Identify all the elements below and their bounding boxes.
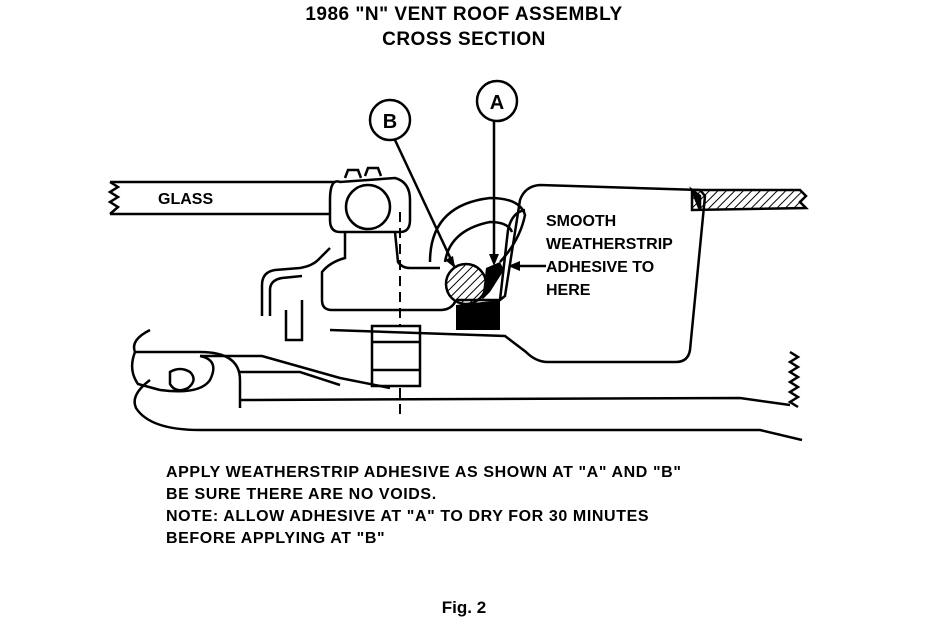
note-line-1: APPLY WEATHERSTRIP ADHESIVE AS SHOWN AT … <box>166 464 682 481</box>
note-line-3: NOTE: ALLOW ADHESIVE AT "A" TO DRY FOR 3… <box>166 508 650 525</box>
callout-a-label: A <box>490 92 504 114</box>
smooth-note-line1: SMOOTH <box>546 213 616 230</box>
instruction-notes: APPLY WEATHERSTRIP ADHESIVE AS SHOWN AT … <box>166 462 682 550</box>
bolt <box>370 324 422 388</box>
figure-caption: Fig. 2 <box>441 598 487 617</box>
smooth-note: SMOOTH WEATHERSTRIP ADHESIVE TO HERE <box>546 213 673 299</box>
roof-frame <box>260 183 707 364</box>
callout-b-label: B <box>383 111 397 133</box>
glass-panel <box>107 180 340 216</box>
callout-a: A <box>475 79 519 266</box>
smooth-arrow <box>508 261 546 271</box>
weatherstrip-bead <box>444 262 488 306</box>
adhesive-zone-a <box>456 262 504 330</box>
diagram-title-line2: CROSS SECTION <box>382 29 546 50</box>
seal-arcs <box>428 196 527 263</box>
smooth-note-line4: HERE <box>546 282 591 299</box>
diagram-title-line1: 1986 "N" VENT ROOF ASSEMBLY <box>305 4 623 25</box>
roof-skin <box>689 186 809 212</box>
callout-b: B <box>368 98 457 269</box>
note-line-2: BE SURE THERE ARE NO VOIDS. <box>166 486 437 503</box>
note-line-4: BEFORE APPLYING AT "B" <box>166 530 386 547</box>
smooth-note-line3: ADHESIVE TO <box>546 259 654 276</box>
smooth-note-line2: WEATHERSTRIP <box>546 236 673 253</box>
hinge-clamp <box>320 166 458 312</box>
glass-label: GLASS <box>158 191 213 208</box>
lower-panel <box>130 328 803 442</box>
